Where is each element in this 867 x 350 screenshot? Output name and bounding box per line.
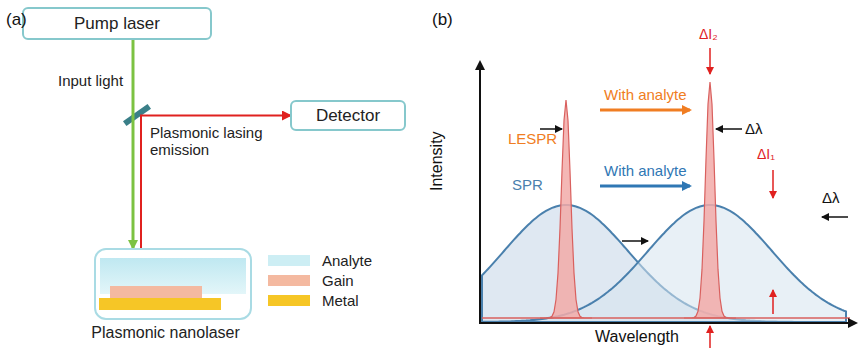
width-label: Δλ bbox=[745, 120, 763, 137]
laser-box: Pump laser bbox=[22, 7, 212, 40]
panel-letter: (a) bbox=[6, 10, 27, 30]
detector-box: Detector bbox=[290, 100, 406, 131]
intensity-arrow bbox=[709, 48, 711, 74]
width-arrow bbox=[822, 216, 848, 218]
spr-curve bbox=[482, 205, 846, 322]
shift-arrow bbox=[600, 109, 690, 112]
lespr-peak bbox=[684, 82, 736, 318]
shift-label: With analyte bbox=[604, 162, 687, 179]
x-axis bbox=[479, 322, 856, 324]
width-arrow bbox=[716, 128, 742, 130]
y-axis bbox=[479, 62, 481, 323]
intensity-label: ΔI₂ bbox=[699, 26, 718, 42]
shift-label: With analyte bbox=[604, 86, 687, 103]
beam-label: Plasmonic lasing emission bbox=[150, 124, 275, 159]
beam-connector bbox=[141, 116, 290, 249]
curve-label: SPR bbox=[512, 176, 543, 193]
node-label: Plasmonic nanolaser bbox=[91, 324, 240, 342]
intensity-label: ΔI₁ bbox=[757, 146, 775, 162]
panel-letter: (b) bbox=[432, 10, 453, 30]
legend-text: Metal bbox=[322, 292, 359, 309]
legend-swatch bbox=[268, 295, 310, 306]
intensity-arrow bbox=[772, 290, 774, 314]
axis-title: Wavelength bbox=[595, 328, 679, 346]
beam-label: Input light bbox=[58, 72, 158, 89]
width-arrow bbox=[622, 240, 648, 242]
shift-arrow bbox=[600, 185, 690, 188]
node-label: Detector bbox=[292, 102, 404, 129]
legend-swatch bbox=[268, 275, 310, 286]
spr-curve bbox=[482, 205, 846, 322]
axis-title: Intensity bbox=[428, 132, 446, 192]
legend-text: Analyte bbox=[322, 252, 372, 269]
beam-connector bbox=[132, 40, 135, 248]
legend-text: Gain bbox=[322, 272, 354, 289]
width-arrow bbox=[540, 128, 562, 130]
nanolaser-device: Plasmonic nanolaser bbox=[94, 248, 252, 320]
node-label: Pump laser bbox=[24, 9, 210, 38]
intensity-arrow bbox=[772, 170, 774, 198]
metal-layer bbox=[99, 298, 221, 310]
legend-swatch bbox=[268, 255, 310, 266]
gain-layer bbox=[110, 286, 202, 298]
lespr-baseline bbox=[482, 317, 850, 319]
width-label: Δλ bbox=[822, 189, 840, 206]
intensity-arrow bbox=[709, 326, 711, 348]
curve-label: LESPR bbox=[508, 130, 557, 147]
